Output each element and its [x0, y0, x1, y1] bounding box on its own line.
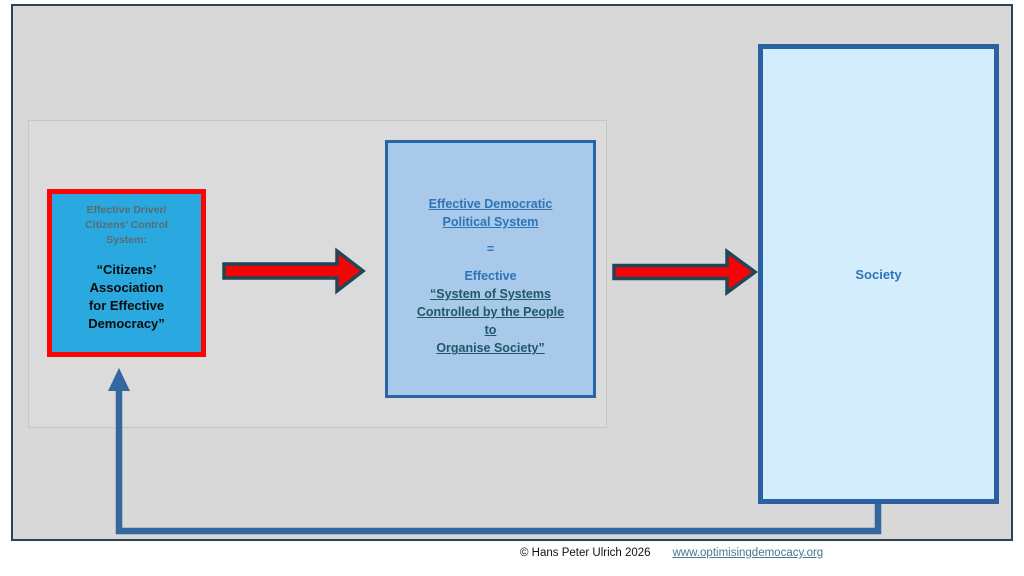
body-line: for Effective: [88, 298, 165, 314]
citizens-control-heading: Effective Driver/ Citizens’ Control Syst…: [52, 203, 201, 248]
quote-line: to: [484, 323, 497, 338]
system-of-systems-quote: “System of Systems Controlled by the Peo…: [417, 285, 564, 358]
body-line: Democracy”: [88, 316, 165, 332]
citizens-control-box: Effective Driver/ Citizens’ Control Syst…: [47, 189, 206, 357]
society-box: Society: [758, 44, 999, 504]
political-system-box: Effective Democratic Political System = …: [385, 140, 596, 398]
body-line: “Citizens’: [96, 261, 157, 277]
quote-line: Organise Society”: [436, 341, 545, 356]
equals-sign: =: [486, 241, 495, 256]
political-system-title: Effective Democratic Political System: [429, 195, 553, 231]
body-line: Association: [89, 279, 164, 295]
society-label: Society: [855, 266, 902, 282]
footer: © Hans Peter Ulrich 2026 www.optimisingd…: [520, 547, 823, 559]
effective-label: Effective: [464, 268, 517, 283]
heading-line: Effective Driver/: [86, 204, 167, 216]
quote-line: Controlled by the People: [416, 305, 565, 320]
title-line: Political System: [442, 214, 539, 229]
website-link[interactable]: www.optimisingdemocacy.org: [672, 547, 824, 559]
copyright-text: © Hans Peter Ulrich 2026: [520, 547, 651, 559]
heading-line: Citizens’ Control: [85, 218, 168, 231]
title-line: Effective Democratic: [428, 196, 553, 211]
heading-line: System:: [106, 233, 147, 246]
quote-line: “System of Systems: [430, 287, 551, 301]
citizens-association-label: “Citizens’ Association for Effective Dem…: [52, 261, 201, 334]
